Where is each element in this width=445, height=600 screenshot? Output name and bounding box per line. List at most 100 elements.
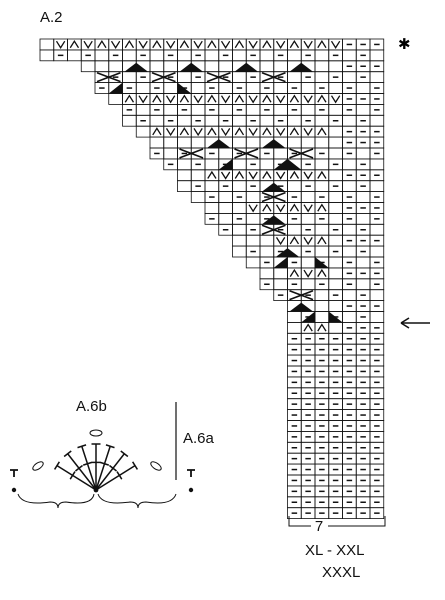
grid-cell [287, 180, 302, 192]
grid-cell [149, 60, 165, 73]
treble-stitch-stem [95, 446, 111, 491]
decrease-symbol [317, 170, 327, 179]
grid-cell [314, 245, 330, 258]
grid-cell [232, 114, 247, 127]
grid-cell [135, 125, 151, 138]
grid-cell [204, 49, 220, 62]
grid-cell [328, 169, 343, 182]
yarn-over-symbol [248, 128, 258, 137]
repeat-bracket [288, 516, 386, 527]
yarn-over-symbol [330, 40, 341, 49]
grid-cell [245, 234, 261, 247]
grid-cell [328, 212, 343, 225]
chain-loop [89, 429, 103, 437]
grid-cell [122, 49, 137, 62]
decrease-symbol [234, 39, 245, 49]
decrease-symbol [207, 170, 217, 179]
grid-cell [259, 158, 275, 171]
grid-cell [314, 300, 330, 312]
grid-cell [232, 245, 247, 258]
grid-cell [163, 104, 178, 116]
grid-cell [369, 71, 385, 83]
cluster-symbol [275, 248, 300, 257]
grid-cell [245, 212, 261, 225]
grid-cell [108, 60, 123, 73]
side-stitch-dot [11, 487, 17, 493]
cable-cross-symbol [96, 71, 121, 83]
grid-cell [204, 180, 220, 192]
decrease-symbol [234, 127, 245, 136]
grid-cell [369, 114, 385, 127]
decrease-symbol [207, 39, 217, 49]
grid-cell [218, 60, 233, 73]
treble-stitch-bar [100, 461, 110, 466]
decrease-symbol [289, 39, 300, 49]
grid-cell [135, 104, 151, 116]
grid-cell [259, 267, 275, 280]
grid-cell [204, 60, 220, 73]
grid-cell [39, 38, 55, 51]
grid-cell [94, 60, 110, 73]
grid-cell [287, 136, 302, 149]
cable-cross-symbol [179, 148, 204, 159]
grid-cell [342, 114, 357, 127]
grid-cell [218, 82, 233, 94]
yarn-over-symbol [303, 269, 313, 278]
decrease-symbol [179, 94, 190, 103]
grid-cell [80, 60, 96, 73]
grid-cell [273, 60, 288, 73]
grid-cell [177, 158, 192, 171]
grid-cell [287, 311, 302, 323]
decrease-symbol [262, 94, 272, 103]
grid-cell [300, 256, 316, 269]
grid-cell [287, 49, 302, 62]
grid-cell [328, 202, 343, 214]
grid-cell [232, 136, 247, 149]
grid-cell [355, 278, 371, 291]
grid-cell [300, 104, 316, 116]
grid-cell [369, 223, 385, 236]
grid-cell [300, 278, 316, 291]
yarn-over-symbol [193, 128, 203, 137]
decrease-symbol [303, 323, 313, 332]
decrease-symbol [124, 39, 135, 49]
grid-cell [190, 191, 206, 203]
decrease-symbol [289, 236, 300, 245]
yarn-over-symbol [248, 40, 258, 49]
grid-cell [369, 158, 385, 171]
grid-cell [342, 180, 357, 192]
decrease-symbol [207, 127, 217, 136]
cluster-symbol [262, 182, 286, 192]
grid-cell [328, 125, 343, 138]
grid-cell [177, 49, 192, 62]
treble-stitch-bar [82, 461, 92, 466]
grid-cell [328, 256, 343, 269]
decrease-symbol [124, 94, 135, 103]
bobble-symbol [108, 82, 123, 94]
grid-cell [355, 191, 371, 203]
grid-cell [314, 158, 330, 171]
grid-cell [328, 267, 343, 280]
decrease-symbol [179, 127, 190, 136]
yarn-over-symbol [248, 204, 258, 213]
grid-cell [135, 82, 151, 94]
bobble-symbol [287, 158, 302, 170]
grid-cell [218, 212, 233, 225]
grid-cell [314, 114, 330, 127]
yarn-over-symbol [303, 204, 313, 213]
grid-cell [355, 147, 371, 160]
grid-cell [39, 49, 55, 62]
treble-stitch-stem [95, 453, 125, 491]
treble-stitch-top [120, 450, 129, 458]
decrease-symbol [262, 203, 272, 212]
treble-stitch-top [105, 444, 115, 449]
grid-cell [300, 136, 316, 149]
cable-cross-symbol [261, 191, 286, 203]
treble-stitch-top [77, 444, 87, 449]
grid-cell [163, 82, 178, 94]
yarn-over-symbol [330, 95, 341, 104]
grid-cell [273, 278, 288, 291]
bobble-symbol [301, 311, 315, 323]
treble-stitch-bar [108, 464, 118, 472]
a6a-label: A.6a [183, 430, 214, 447]
